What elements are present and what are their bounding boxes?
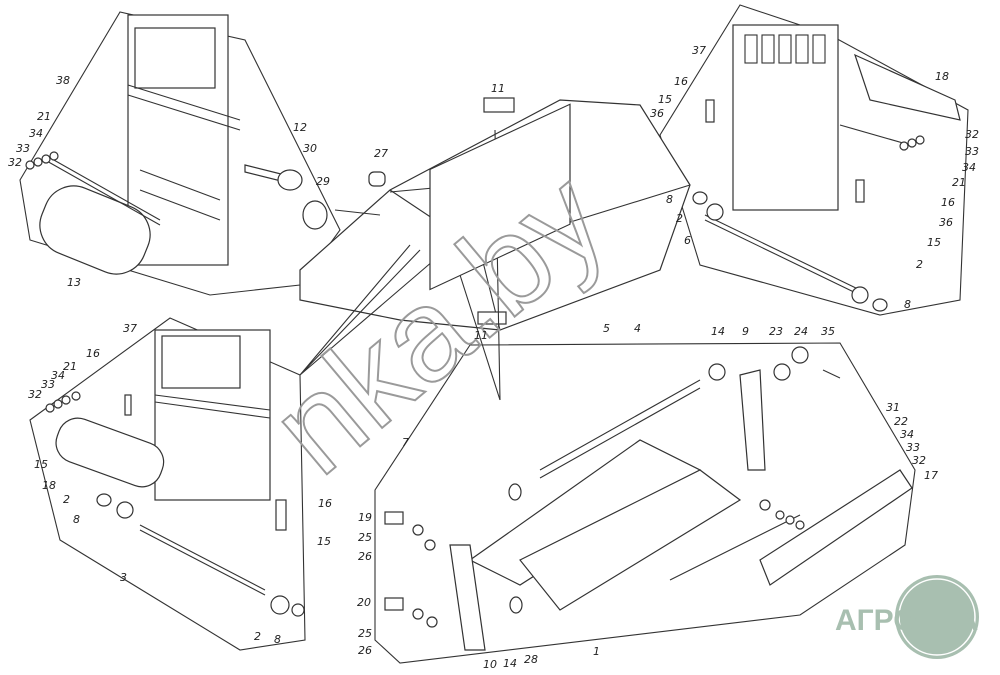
agronka-logo: АГРОНКА [835,575,979,659]
part-11-top [483,97,515,113]
part-29-ring [302,200,328,230]
callout: 11 [474,329,488,342]
callout: 1 [593,645,600,658]
callout: 29 [316,175,330,188]
callout: 21 [37,110,51,123]
part-20-bolt [384,597,404,611]
part-13-cover [39,185,151,275]
callout: 32 [8,156,22,169]
callout: 33 [906,441,920,454]
callout: 37 [123,322,137,335]
callout: 8 [666,193,673,206]
callout-labels: 38 21 34 33 32 12 30 29 13 27 11 37 16 1… [8,44,979,671]
callout: 16 [318,497,332,510]
callout: 2 [916,258,923,271]
callout: 23 [769,325,783,338]
part-7-plate [429,103,571,291]
callout: 8 [904,298,911,311]
callout: 13 [67,276,81,289]
callout: 34 [51,369,65,382]
callout: 16 [941,196,955,209]
part-18-cover-lower [55,417,165,488]
callout: 3 [120,571,127,584]
callout: 17 [924,469,938,482]
part-18-cover [853,53,961,121]
callout: 31 [886,401,900,414]
callout: 24 [794,325,808,338]
callout: 33 [41,378,55,391]
panel-bottom-right [374,342,916,664]
part-9-lever [739,369,766,471]
callout: 21 [952,176,966,189]
callout: 34 [900,428,914,441]
callout: 32 [912,454,926,467]
part-6-shaft [704,214,861,296]
part-37-block [732,24,839,211]
part-4-shaft [539,379,701,479]
callout: 32 [28,388,42,401]
callout: 9 [742,325,749,338]
callout: 34 [962,161,976,174]
callout: 2 [254,630,261,643]
callout: 8 [274,633,281,646]
callout: 21 [63,360,77,373]
callout: 16 [674,75,688,88]
logo-text: АГРОНКА [835,604,978,637]
callout: 12 [293,121,307,134]
callout: 36 [650,107,664,120]
callout: 18 [935,70,949,83]
callout: 15 [34,458,48,471]
part-27 [368,171,386,187]
callout: 8 [73,513,80,526]
callout: 2 [676,212,683,225]
callout: 27 [374,147,388,160]
callout: 6 [684,234,691,247]
callout: 32 [965,128,979,141]
callout: 26 [358,550,372,563]
panel-bottom-left [29,317,306,651]
part-17-cover [759,469,913,586]
callout: 28 [524,653,538,666]
callout: 4 [634,322,641,335]
callout: 11 [491,82,505,95]
part-16 [855,179,865,203]
callout: 16 [86,347,100,360]
part-10-lever [449,544,486,651]
callout: 36 [939,216,953,229]
callout: 37 [692,44,706,57]
part-24 [791,346,809,364]
callout: 30 [303,142,317,155]
callout: 25 [358,627,372,640]
callout: 10 [483,658,497,671]
callout: 14 [503,657,517,670]
part-19-bolt [384,511,404,525]
callout: 38 [56,74,70,87]
callout: 18 [42,479,56,492]
callout: 35 [821,325,835,338]
callout: 20 [357,596,371,609]
callout: 34 [29,127,43,140]
part-1-frame [519,469,742,611]
callout: 33 [965,145,979,158]
panel-top-right [659,4,969,316]
callout: 25 [358,531,372,544]
part-30-spring [277,169,303,191]
callout: 15 [927,236,941,249]
callout: 2 [63,493,70,506]
callout: 19 [358,511,372,524]
callout: 26 [358,644,372,657]
callout: 15 [317,535,331,548]
callout: 22 [894,415,908,428]
callout: 14 [711,325,725,338]
callout: 15 [658,93,672,106]
callout: 7 [402,436,409,449]
callout: 33 [16,142,30,155]
part-3-shaft [139,524,266,596]
part-23-spring [773,363,791,381]
callout: 5 [603,322,610,335]
